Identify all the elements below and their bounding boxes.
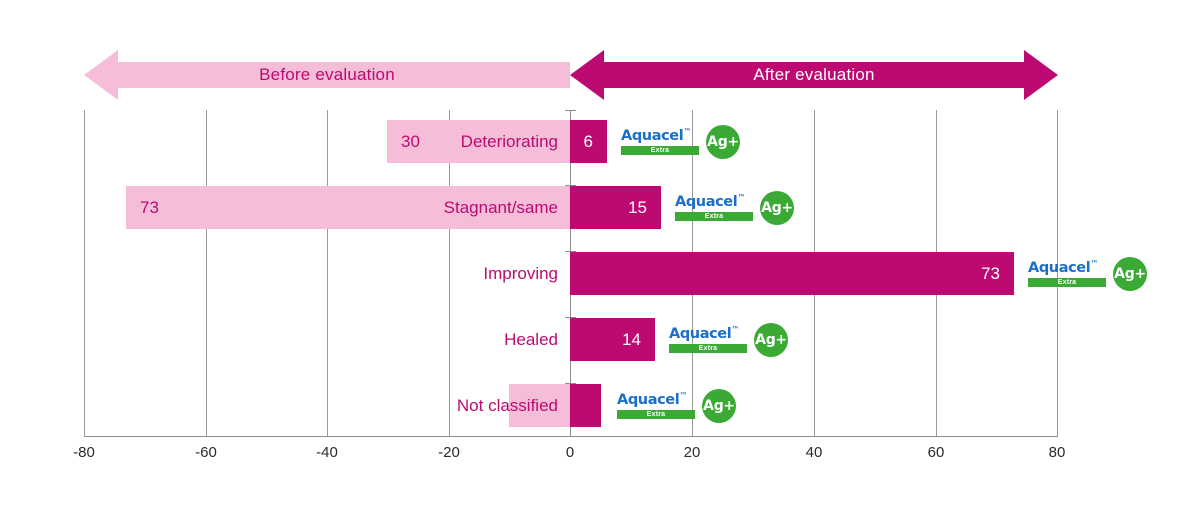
aquacel-wordmark: Aquacel™ xyxy=(669,324,747,342)
aquacel-logo-icon: Aquacel™ Extra xyxy=(675,192,753,222)
zero-tick-0 xyxy=(565,110,576,111)
ag-plus-badge-icon: Ag+ xyxy=(702,388,736,423)
value-before-deteriorating: 30 xyxy=(401,131,420,151)
bar-before-stagnant-same: 73 xyxy=(126,186,570,229)
trademark-symbol: ™ xyxy=(683,126,691,136)
value-after-healed: 14 xyxy=(622,329,641,349)
xtick-label-20: 20 xyxy=(683,444,701,461)
banner-before-evaluation: Before evaluation xyxy=(84,48,570,102)
gridline--20 xyxy=(449,110,450,436)
value-before-stagnant-same: 73 xyxy=(140,197,159,217)
aquacel-brand-text: Aquacel xyxy=(669,325,732,342)
zero-tick-1 xyxy=(565,185,576,186)
bar-after-healed: 14 xyxy=(570,318,655,361)
bar-after-improving: 73 xyxy=(570,252,1014,295)
trademark-symbol: ™ xyxy=(731,324,739,334)
brand-lockup-stagnant-same: Aquacel™ Extra Ag+ xyxy=(675,186,794,229)
aquacel-wordmark: Aquacel™ xyxy=(1028,258,1106,276)
zero-tick-2 xyxy=(565,251,576,252)
xtick-label--20: -20 xyxy=(438,444,460,461)
plot-area: 30 Deteriorating 6 Aquacel™ Extra Ag+ 73… xyxy=(84,110,1147,436)
bar-before-deteriorating: 30 xyxy=(387,120,570,163)
xtick-label-80: 80 xyxy=(1048,444,1066,461)
bar-row-healed: Healed 14 Aquacel™ Extra Ag+ xyxy=(84,318,1058,361)
trademark-symbol: ™ xyxy=(1090,258,1098,268)
aquacel-logo-icon: Aquacel™ Extra xyxy=(621,126,699,156)
trademark-symbol: ™ xyxy=(679,390,687,400)
xtick-label-60: 60 xyxy=(927,444,945,461)
value-after-stagnant-same: 15 xyxy=(628,197,647,217)
ag-plus-badge-icon: Ag+ xyxy=(1113,256,1147,291)
gridline-80 xyxy=(1057,110,1058,436)
aquacel-brand-text: Aquacel xyxy=(1028,259,1091,276)
bar-row-improving: Improving 73 Aquacel™ Extra Ag+ xyxy=(84,252,1147,295)
bar-after-deteriorating: 6 xyxy=(570,120,607,163)
xtick-label-0: 0 xyxy=(565,444,575,461)
aquacel-extra-tag: Extra xyxy=(617,410,695,420)
category-label-healed: Healed xyxy=(504,329,558,349)
banner-after-evaluation: After evaluation xyxy=(570,48,1058,102)
xtick-label--80: -80 xyxy=(73,444,95,461)
brand-lockup-improving: Aquacel™ Extra Ag+ xyxy=(1028,252,1147,295)
ag-plus-badge-icon: Ag+ xyxy=(760,190,794,225)
aquacel-extra-tag: Extra xyxy=(675,212,753,222)
aquacel-wordmark: Aquacel™ xyxy=(617,390,695,408)
left-arrow-shape xyxy=(84,50,570,100)
ag-plus-badge-icon: Ag+ xyxy=(754,322,788,357)
bar-after-not-classified xyxy=(570,384,601,427)
bar-after-stagnant-same: 15 xyxy=(570,186,661,229)
xtick-label-40: 40 xyxy=(805,444,823,461)
zero-tick-3 xyxy=(565,317,576,318)
aquacel-logo-icon: Aquacel™ Extra xyxy=(1028,258,1106,288)
aquacel-extra-tag: Extra xyxy=(621,146,699,156)
aquacel-logo-icon: Aquacel™ Extra xyxy=(617,390,695,420)
trademark-symbol: ™ xyxy=(737,192,745,202)
ag-plus-badge-icon: Ag+ xyxy=(706,124,740,159)
aquacel-extra-tag: Extra xyxy=(1028,278,1106,288)
x-axis-line xyxy=(84,436,1058,437)
xtick-label--60: -60 xyxy=(195,444,217,461)
category-label-improving: Improving xyxy=(483,263,558,283)
right-arrow-shape xyxy=(570,50,1058,100)
aquacel-brand-text: Aquacel xyxy=(617,391,680,408)
gridline--80 xyxy=(84,110,85,436)
zero-tick-4 xyxy=(565,383,576,384)
value-after-improving: 73 xyxy=(981,263,1000,283)
aquacel-brand-text: Aquacel xyxy=(621,127,684,144)
aquacel-brand-text: Aquacel xyxy=(675,193,738,210)
brand-lockup-healed: Aquacel™ Extra Ag+ xyxy=(669,318,788,361)
aquacel-wordmark: Aquacel™ xyxy=(621,126,699,144)
brand-lockup-not-classified: Aquacel™ Extra Ag+ xyxy=(617,384,736,427)
aquacel-logo-icon: Aquacel™ Extra xyxy=(669,324,747,354)
aquacel-wordmark: Aquacel™ xyxy=(675,192,753,210)
bar-row-not-classified: Not classified Aquacel™ Extra Ag+ xyxy=(84,384,1058,427)
category-label-deteriorating: Deteriorating xyxy=(460,131,558,151)
bar-row-stagnant-same: 73 Stagnant/same 15 Aquacel™ Extra Ag+ xyxy=(84,186,1058,229)
category-label-stagnant-same: Stagnant/same xyxy=(443,197,558,217)
xtick-label--40: -40 xyxy=(316,444,338,461)
category-label-not-classified: Not classified xyxy=(456,395,558,415)
banner-before-label: Before evaluation xyxy=(259,65,395,84)
aquacel-extra-tag: Extra xyxy=(669,344,747,354)
bar-before-not-classified xyxy=(509,384,570,427)
gridline--40 xyxy=(327,110,328,436)
gridline--60 xyxy=(206,110,207,436)
value-after-deteriorating: 6 xyxy=(583,131,593,151)
bar-row-deteriorating: 30 Deteriorating 6 Aquacel™ Extra Ag+ xyxy=(84,120,1058,163)
banner-after-label: After evaluation xyxy=(753,65,875,84)
brand-lockup-deteriorating: Aquacel™ Extra Ag+ xyxy=(621,120,740,163)
